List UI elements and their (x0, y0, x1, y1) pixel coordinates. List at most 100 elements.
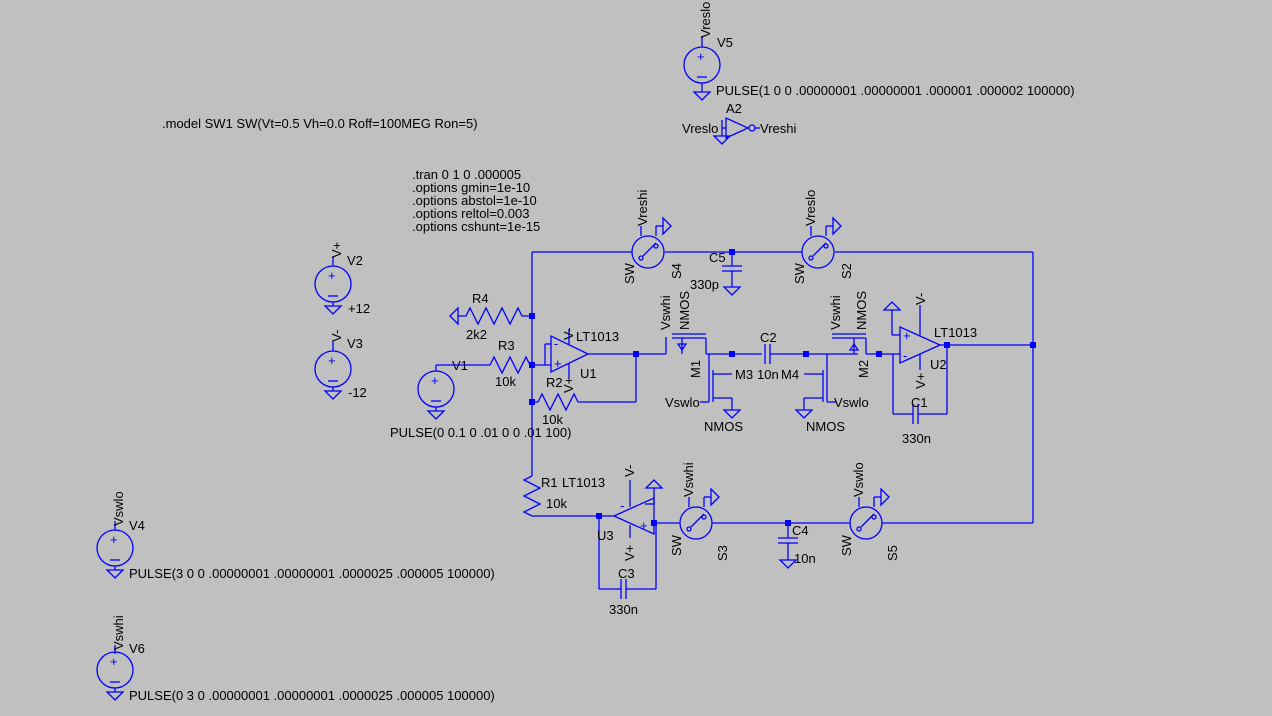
c3-label: C3 (618, 566, 635, 581)
m1-gate-net: Vswlo (665, 395, 700, 410)
capacitor-c4[interactable] (778, 520, 798, 569)
gmin-option: .options gmin=1e-10 (412, 180, 530, 195)
s2-label: S2 (839, 263, 854, 279)
voltage-source-v6[interactable]: + (96, 645, 134, 701)
u3-label: U3 (597, 528, 614, 543)
v3-net-label: V- (329, 330, 344, 342)
a2-input-net: Vreslo (682, 121, 718, 136)
m1-model: NMOS (704, 419, 743, 434)
abstol-option: .options abstol=1e-10 (412, 193, 537, 208)
nmos-m4[interactable] (794, 354, 836, 419)
u2-label: U2 (930, 357, 947, 372)
s4-label: S4 (669, 263, 684, 279)
s5-model: SW (839, 534, 854, 556)
switch-s2[interactable] (801, 216, 842, 269)
capacitor-c2[interactable] (764, 344, 858, 364)
u3-vplus: V+ (622, 545, 637, 561)
r3-value: 10k (495, 374, 516, 389)
m4-gate-net: Vswlo (834, 395, 869, 410)
opamp-u1[interactable]: - + (544, 329, 639, 402)
s5-label: S5 (885, 545, 900, 561)
s2-model: SW (792, 262, 807, 284)
u1-label: U1 (580, 366, 597, 381)
m3-label: M3 (735, 367, 753, 382)
u1-vminus: V- (561, 328, 576, 340)
svg-text:-: - (903, 348, 907, 363)
a2-label: A2 (726, 101, 742, 116)
svg-text:+: + (110, 654, 118, 669)
r4-label: R4 (472, 291, 489, 306)
u1-vplus: V+ (561, 377, 576, 393)
inverter-a2[interactable] (712, 116, 760, 145)
c4-label: C4 (792, 523, 809, 538)
resistor-r2[interactable] (529, 362, 636, 476)
switch-s4[interactable] (631, 216, 672, 269)
voltage-source-v2[interactable]: + (314, 257, 352, 315)
m3-model: NMOS (677, 291, 692, 330)
u2-model: LT1013 (934, 325, 977, 340)
svg-text:+: + (697, 49, 705, 64)
reltol-option: .options reltol=0.003 (412, 206, 529, 221)
u1-model: LT1013 (576, 329, 619, 344)
v2-label: V2 (347, 253, 363, 268)
m2-label: M2 (856, 360, 871, 378)
svg-text:+: + (328, 268, 336, 283)
v6-net-label: Vswhi (111, 615, 126, 650)
opamp-u2[interactable]: + - (882, 301, 1033, 424)
r2-value: 10k (542, 412, 563, 427)
nmos-m1[interactable] (700, 354, 742, 419)
voltage-source-v1[interactable]: + (417, 365, 455, 420)
opamp-u3[interactable]: - + (598, 479, 680, 599)
u3-vminus: V- (622, 465, 637, 477)
v5-label: V5 (717, 35, 733, 50)
top-rail-wires (529, 249, 1036, 523)
s3-label: S3 (715, 545, 730, 561)
svg-text:+: + (554, 356, 562, 371)
m4-label: M4 (781, 367, 799, 382)
u2-vminus: V- (913, 293, 928, 305)
c1-label: C1 (911, 395, 928, 410)
switch-s3[interactable] (679, 487, 850, 540)
voltage-source-v3[interactable]: + (314, 342, 352, 400)
v5-value: PULSE(1 0 0 .00000001 .00000001 .000001 … (716, 83, 1075, 98)
nmos-m2[interactable] (832, 333, 900, 357)
voltage-source-v4[interactable]: + (96, 521, 134, 579)
v3-label: V3 (347, 336, 363, 351)
s4-model: SW (622, 262, 637, 284)
c3-value: 330n (609, 602, 638, 617)
resistor-r4[interactable] (449, 306, 532, 326)
capacitor-c5[interactable] (722, 252, 742, 296)
switch-s5[interactable] (849, 487, 1033, 540)
v3-value: -12 (348, 385, 367, 400)
voltage-source-v5[interactable]: + (683, 36, 721, 101)
u3-model: LT1013 (562, 475, 605, 490)
a2-output-net: Vreshi (760, 121, 796, 136)
v2-value: +12 (348, 301, 370, 316)
v5-net-label: Vreslo (698, 2, 713, 38)
s2-ctrl-net: Vreslo (803, 190, 818, 226)
m1-label: M1 (688, 360, 703, 378)
r3-label: R3 (498, 338, 515, 353)
nmos-m3[interactable] (636, 333, 762, 357)
r4-value: 2k2 (466, 327, 487, 342)
model-directive: .model SW1 SW(Vt=0.5 Vh=0.0 Roff=100MEG … (162, 116, 478, 131)
c4-value: 10n (794, 551, 816, 566)
m4-model: NMOS (806, 419, 845, 434)
m3-gate-net: Vswhi (658, 295, 673, 330)
s5-ctrl-net: Vswlo (851, 462, 866, 497)
c1-value: 330n (902, 431, 931, 446)
svg-text:-: - (554, 336, 558, 351)
svg-text:+: + (110, 532, 118, 547)
v1-value: PULSE(0 0.1 0 .01 0 0 .01 100) (390, 425, 571, 440)
svg-text:+: + (640, 518, 648, 533)
svg-text:+: + (328, 353, 336, 368)
svg-text:+: + (431, 373, 439, 388)
c5-label: C5 (709, 250, 726, 265)
v4-value: PULSE(3 0 0 .00000001 .00000001 .0000025… (129, 566, 495, 581)
u2-vplus: V+ (913, 373, 928, 389)
v4-net-label: Vswlo (111, 491, 126, 526)
s3-ctrl-net: Vswhi (681, 462, 696, 497)
r1-value: 10k (546, 496, 567, 511)
svg-text:-: - (620, 498, 624, 513)
